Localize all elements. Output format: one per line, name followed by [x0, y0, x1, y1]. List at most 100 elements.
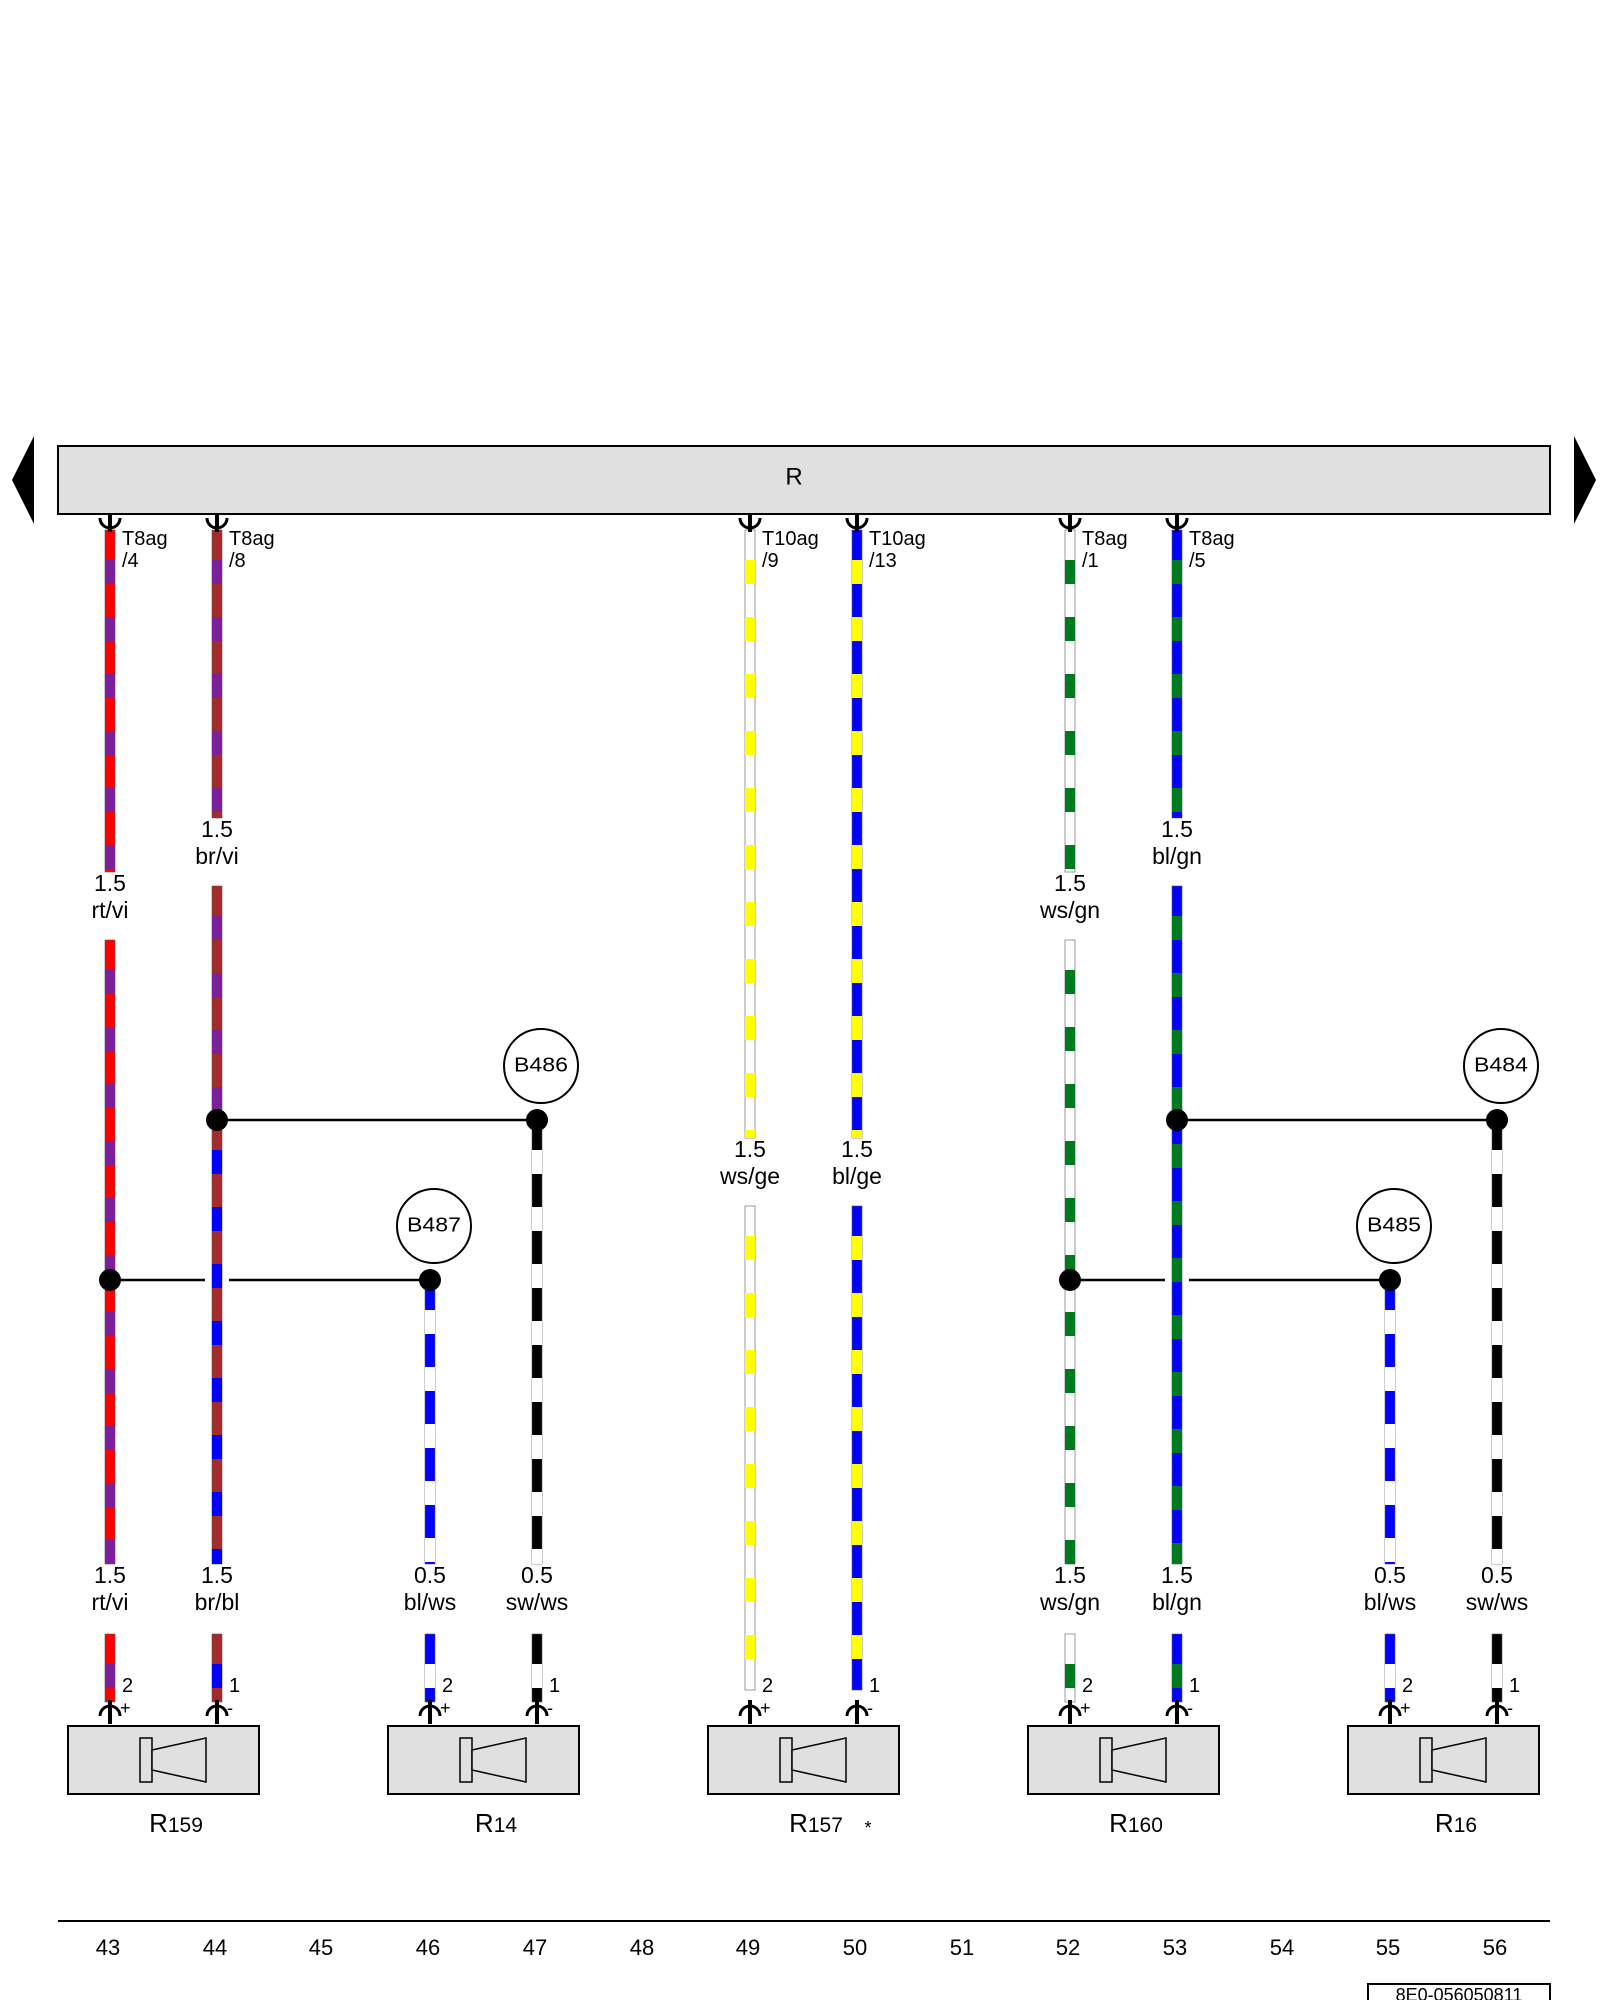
connector-name: T8ag — [1189, 528, 1235, 550]
wire-stripe — [212, 1207, 222, 1231]
wire-color-label: bl/gn — [1152, 843, 1202, 869]
wire-stripe — [532, 1378, 542, 1402]
wire-color-label: sw/ws — [506, 1589, 569, 1615]
wire-stripe — [212, 1264, 222, 1288]
wire-stripe — [105, 1369, 115, 1393]
speaker-R16: R16 — [1347, 1725, 1540, 1838]
wire-stripe — [1492, 1150, 1502, 1174]
wire-stripe-group — [852, 560, 862, 1138]
wire-stripe-group — [1492, 1150, 1502, 1564]
pin-polarity: + — [120, 1698, 131, 1718]
wire-stripe — [1065, 731, 1075, 755]
speaker-label: R157 — [789, 1808, 843, 1838]
wire-color-label: rt/vi — [91, 897, 128, 923]
connector-pin: /9 — [762, 550, 779, 572]
wire-color-label: ws/gn — [1039, 897, 1100, 923]
junction-dot — [1166, 1109, 1188, 1131]
wire-stripe-group — [1172, 916, 1182, 1564]
pin-polarity: - — [547, 1698, 553, 1718]
wire-stripe — [1172, 1543, 1182, 1564]
track-number: 49 — [736, 1935, 760, 1960]
wire-stripe — [1385, 1538, 1395, 1562]
wire-stripe-group — [212, 1664, 222, 1688]
wire-stripe — [1385, 1481, 1395, 1505]
wire-stripe — [1172, 1144, 1182, 1168]
part-number-box — [1367, 1983, 1551, 2000]
wire-stripe — [105, 1255, 115, 1279]
wire-color-label: sw/ws — [1466, 1589, 1529, 1615]
wire-size-label: 1.5 — [201, 816, 233, 842]
speaker-cone-icon — [1111, 1737, 1167, 1783]
junction-dot — [1486, 1109, 1508, 1131]
wire-stripe — [1172, 1087, 1182, 1111]
speaker-icon — [1419, 1737, 1433, 1783]
pin-number: 1 — [549, 1675, 560, 1697]
wire-stripe — [1065, 560, 1075, 584]
wire-stripe — [1065, 1027, 1075, 1051]
wire-stripe — [1065, 1426, 1075, 1450]
wire-stripe — [532, 1435, 542, 1459]
wire-stripe — [852, 1578, 862, 1602]
wire-stripe — [425, 1367, 435, 1391]
wire-color-label: ws/ge — [719, 1163, 780, 1189]
wire-stripe — [105, 1084, 115, 1108]
connector-name: T10ag — [869, 528, 926, 550]
track-number: 45 — [309, 1935, 333, 1960]
wire-stripe — [745, 560, 755, 584]
wire-stripe — [105, 560, 115, 584]
wire-stripe-group — [745, 560, 755, 1138]
wire-stripe — [212, 788, 222, 812]
pin-polarity: - — [867, 1698, 873, 1718]
speaker-cone-icon — [1431, 1737, 1487, 1783]
speaker-letter: R — [149, 1808, 168, 1838]
wire-size-label: 0.5 — [414, 1562, 446, 1588]
wire-stripe-group — [1385, 1664, 1395, 1688]
next-page-arrow[interactable] — [1574, 436, 1596, 524]
speaker-number: 14 — [494, 1814, 518, 1837]
pin-number: 1 — [1509, 1675, 1520, 1697]
component-bar-R — [57, 445, 1551, 515]
wire-stripe — [105, 1426, 115, 1450]
speaker-label: R16 — [1435, 1808, 1477, 1838]
wire-stripe-group — [212, 916, 222, 1111]
wire-stripe — [1385, 1310, 1395, 1334]
pin-polarity: + — [1400, 1698, 1411, 1718]
previous-page-arrow[interactable] — [12, 436, 34, 524]
pin-number: 2 — [762, 1675, 773, 1697]
speaker-number: 159 — [168, 1814, 203, 1837]
wire-stripe-group — [1385, 1310, 1395, 1562]
wire-stripe — [212, 1030, 222, 1054]
wire-stripe — [745, 1293, 755, 1317]
wire-stripe — [1492, 1549, 1502, 1564]
wire-stripe-group — [852, 1236, 862, 1659]
wire-stripe — [105, 617, 115, 641]
wire-stripe — [532, 1207, 542, 1231]
wire-stripe — [852, 731, 862, 755]
speaker-letter: R — [1435, 1808, 1454, 1838]
wire-stripe — [105, 1027, 115, 1051]
wire-stripe — [1065, 1312, 1075, 1336]
speaker-number: 16 — [1454, 1814, 1477, 1837]
wire-stripe — [1065, 1141, 1075, 1165]
track-number: 47 — [523, 1935, 547, 1960]
wire-stripe — [425, 1664, 435, 1688]
wire-stripe — [852, 1464, 862, 1488]
wire-stripe — [1065, 1198, 1075, 1222]
wire-stripe — [212, 1378, 222, 1402]
wire-size-label: 0.5 — [521, 1562, 553, 1588]
wire-stripe — [105, 845, 115, 869]
wire-stripe — [425, 1481, 435, 1505]
wire-size-label: 1.5 — [1161, 1562, 1193, 1588]
splice-label: B486 — [514, 1054, 568, 1076]
wire-color-label: br/vi — [195, 843, 238, 869]
wire-stripe — [1065, 674, 1075, 698]
wire-stripe — [852, 1236, 862, 1260]
wire-stripe — [1172, 1201, 1182, 1225]
junction-dot — [206, 1109, 228, 1131]
wire-stripe — [1172, 1030, 1182, 1054]
wire-stripe — [532, 1321, 542, 1345]
connector-pin: /8 — [229, 550, 246, 572]
pin-polarity: + — [760, 1698, 771, 1718]
